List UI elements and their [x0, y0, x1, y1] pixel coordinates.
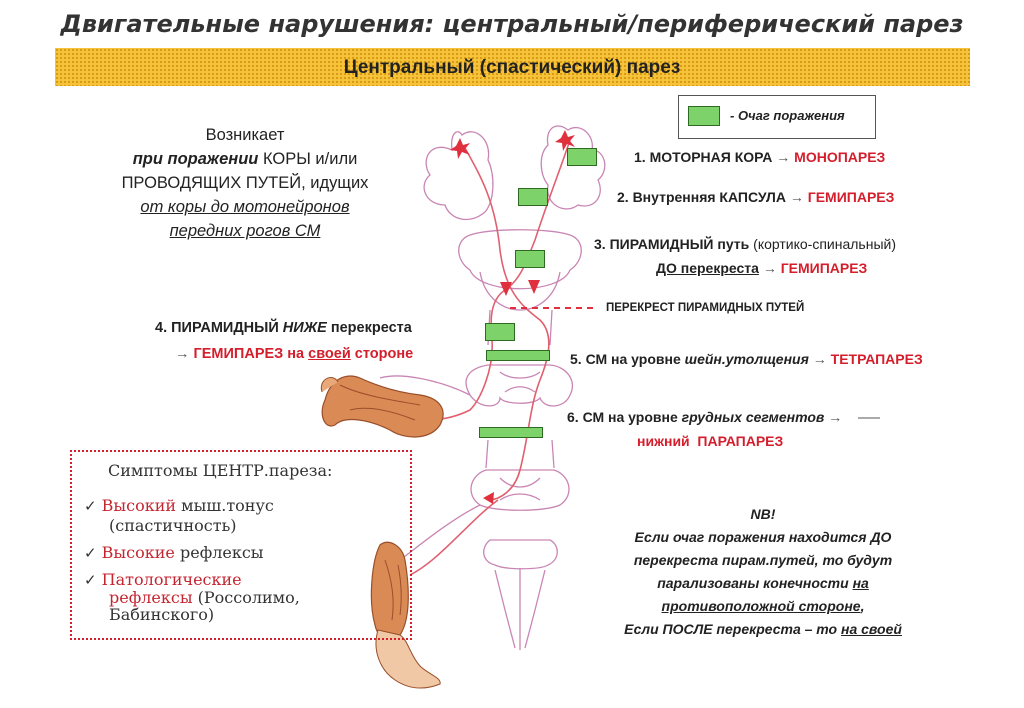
nb-line-3: парализованы конечности на	[657, 575, 869, 591]
legend-lesion-swatch	[688, 106, 720, 126]
lesion-4-below-decussation	[485, 323, 515, 341]
pathway-left	[464, 147, 550, 501]
cervical-segment	[465, 364, 574, 407]
symptom-3: ✓ Патологические рефлексы (Россолимо, Ба…	[84, 570, 300, 624]
check-icon: ✓	[84, 544, 97, 562]
level-1-label: 1. МОТОРНАЯ КОРА → МОНОПАРЕЗ	[634, 149, 886, 165]
lesion-1-motor-cortex	[567, 148, 597, 166]
symptom-2: ✓ Высокие рефлексы	[84, 543, 264, 562]
arm-illustration	[320, 375, 444, 438]
level-4-result: → ГЕМИПАРЕЗ на своей стороне	[175, 346, 414, 362]
level-6-result: нижний ПАРАПАРЕЗ	[637, 433, 784, 449]
level-3-label: 3. ПИРАМИДНЫЙ путь (кортико-спинальный)	[594, 236, 896, 252]
level-4-label: 4. ПИРАМИДНЫЙ НИЖЕ перекреста	[155, 320, 412, 336]
nb-line-2: перекреста пирам.путей, то будут	[633, 552, 893, 568]
nb-note: NB! Если очаг поражения находится ДО пер…	[598, 503, 928, 641]
symptoms-title: Симптомы ЦЕНТР.пареза:	[108, 461, 333, 480]
pathway-right	[389, 139, 571, 422]
nb-line-4: противоположной стороне,	[661, 598, 865, 614]
description-line-1: Возникает	[205, 126, 285, 144]
description-line-3: ПРОВОДЯЩИХ ПУТЕЙ, идущих	[121, 174, 369, 192]
description-line-2: при поражении КОРЫ и/или	[132, 150, 358, 168]
brainstem-pons	[458, 229, 582, 290]
lesion-2-internal-capsule	[518, 188, 548, 206]
level-5-label: 5. СМ на уровне шейн.утолщения → ТЕТРАПА…	[570, 351, 923, 367]
leg-illustration	[370, 541, 441, 689]
legend-label: - Очаг поражения	[730, 108, 845, 123]
banner-title: Центральный (спастический) парез	[343, 57, 681, 78]
decussation-label: ПЕРЕКРЕСТ ПИРАМИДНЫХ ПУТЕЙ	[606, 302, 805, 314]
check-icon: ✓	[84, 571, 97, 589]
description-line-5: передних рогов СМ	[169, 222, 321, 240]
description-line-4: от коры до мотонейронов	[140, 198, 350, 216]
lumbar-segment	[470, 469, 570, 511]
level-2-label: 2. Внутренняя КАПСУЛА → ГЕМИПАРЕЗ	[617, 189, 895, 205]
arrow-head-1	[500, 282, 512, 296]
left-hemisphere	[423, 131, 494, 221]
neuron-star-left	[450, 138, 470, 159]
lesion-6-thoracic	[479, 427, 543, 438]
nb-line-1: Если очаг поражения находится ДО	[634, 529, 892, 545]
level-3-sublabel: ДО перекреста → ГЕМИПАРЕЗ	[656, 260, 868, 276]
symptom-1: ✓ Высокий мыш.тонус (спастичность)	[84, 496, 274, 535]
sacral-segment	[483, 539, 558, 570]
neuron-star-right	[555, 130, 575, 151]
lesion-5-cervical	[486, 350, 550, 361]
nb-line-5: Если ПОСЛЕ перекреста – то на своей	[624, 621, 902, 637]
level-6-label: 6. СМ на уровне грудных сегментов →	[567, 409, 843, 425]
nb-title: NB!	[750, 506, 776, 522]
section-banner	[55, 48, 970, 86]
arrow-head-3	[483, 492, 494, 504]
description: Возникает при поражении КОРЫ и/или ПРОВО…	[80, 123, 410, 243]
symptoms-box	[70, 450, 412, 640]
lesion-3-pyramidal-tract	[515, 250, 545, 268]
check-icon: ✓	[84, 497, 97, 515]
arrow-head-2	[528, 280, 540, 294]
page-title: Двигательные нарушения: центральный/пери…	[60, 10, 964, 38]
